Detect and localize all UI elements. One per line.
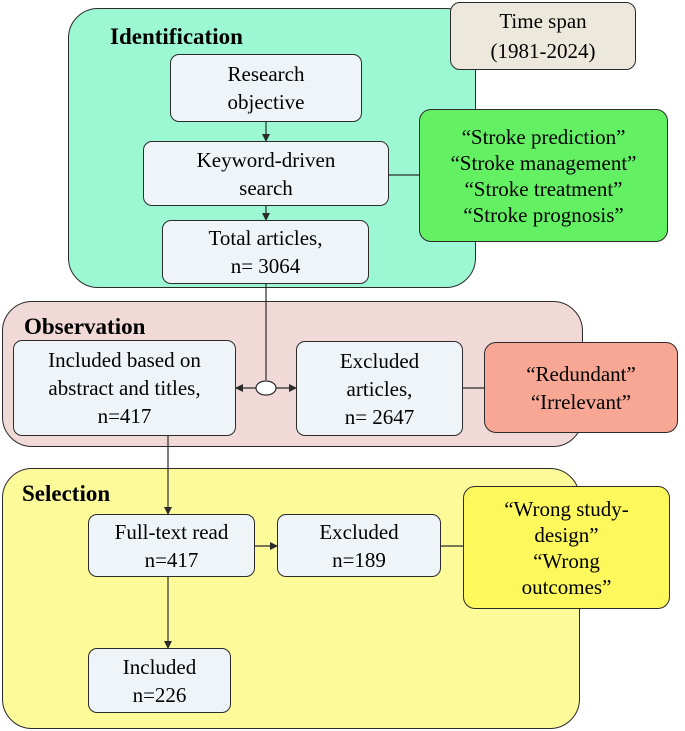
included-abstract-count: n=417 <box>97 404 152 428</box>
full-text-read-label: Full-text read <box>114 519 229 544</box>
exclusion-reasons-box: “Redundant” “Irrelevant” <box>484 342 678 433</box>
reason-wrong-study-design-1: “Wrong study- <box>504 496 629 521</box>
excluded-articles-line-2: articles, <box>346 376 413 401</box>
keyword-item: “Stroke prediction” <box>461 124 626 149</box>
excluded-fulltext-label: Excluded <box>319 519 399 544</box>
observation-title: Observation <box>24 314 146 339</box>
research-objective-line-2: objective <box>227 90 305 114</box>
keyword-item: “Stroke prognosis” <box>463 202 624 227</box>
included-abstract-box: Included based on abstract and titles, n… <box>13 340 236 436</box>
keyword-search-line-1: Keyword-driven <box>196 147 336 172</box>
selection-title: Selection <box>22 481 111 506</box>
keyword-item: “Stroke treatment” <box>464 176 623 201</box>
included-abstract-line-1: Included based on <box>48 348 201 372</box>
design-reasons-box: “Wrong study- design” “Wrong outcomes” <box>463 486 670 609</box>
time-span-box: Time span (1981-2024) <box>450 2 636 70</box>
reason-irrelevant: “Irrelevant” <box>530 389 632 414</box>
full-text-read-box: Full-text read n=417 <box>88 514 255 577</box>
keyword-search-line-2: search <box>239 175 293 200</box>
included-final-label: Included <box>122 654 197 679</box>
keyword-search-box: Keyword-driven search <box>143 141 389 206</box>
included-final-box: Included n=226 <box>88 648 231 713</box>
reason-wrong-outcomes-1: “Wrong <box>533 548 600 573</box>
research-objective-box: Research objective <box>170 54 362 122</box>
total-articles-count: n= 3064 <box>230 254 301 278</box>
reason-wrong-study-design-2: design” <box>534 522 599 547</box>
total-articles-box: Total articles, n= 3064 <box>162 220 369 284</box>
total-articles-line-1: Total articles, <box>208 226 323 250</box>
excluded-fulltext-box: Excluded n=189 <box>277 514 441 577</box>
keywords-box: “Stroke prediction” “Stroke management” … <box>419 109 668 242</box>
excluded-articles-box: Excluded articles, n= 2647 <box>296 341 463 436</box>
excluded-articles-count: n= 2647 <box>344 404 415 429</box>
reason-redundant: “Redundant” <box>526 361 636 386</box>
reason-wrong-outcomes-2: outcomes” <box>521 574 612 599</box>
included-abstract-line-2: abstract and titles, <box>48 376 201 400</box>
research-objective-line-1: Research <box>227 62 305 86</box>
excluded-articles-line-1: Excluded <box>339 348 420 373</box>
included-final-count: n=226 <box>132 682 187 707</box>
identification-title: Identification <box>110 24 243 49</box>
excluded-fulltext-count: n=189 <box>332 547 386 572</box>
time-span-label: Time span <box>499 9 587 33</box>
full-text-read-count: n=417 <box>144 547 199 572</box>
keyword-item: “Stroke management” <box>450 150 637 175</box>
time-span-range: (1981-2024) <box>490 39 596 63</box>
